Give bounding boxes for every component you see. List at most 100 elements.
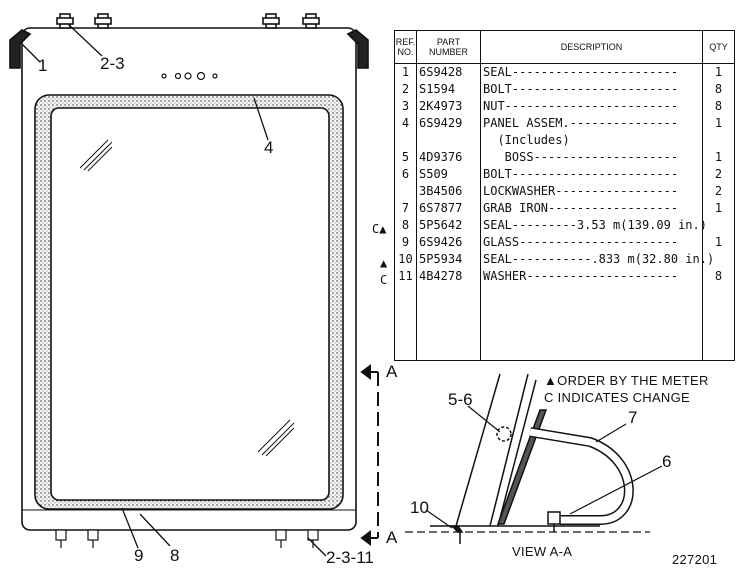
- qty: 1: [702, 200, 735, 217]
- description: PANEL ASSEM.---------------: [480, 115, 703, 132]
- part-number: 6S9426: [416, 234, 481, 251]
- callout-2-3-11: 2-3-11: [326, 548, 374, 567]
- ref-no: 9: [394, 234, 417, 251]
- ref-no: 3: [394, 98, 417, 115]
- corner-seal-right: [346, 29, 369, 69]
- qty: [702, 251, 735, 268]
- qty: 1: [702, 115, 735, 132]
- callout-4: 4: [264, 138, 274, 157]
- part-number: 4D9376: [416, 149, 481, 166]
- part-number: 5P5642: [416, 217, 481, 234]
- part-number: 5P5934: [416, 251, 481, 268]
- qty: 1: [702, 149, 735, 166]
- view-a-a-detail: [405, 373, 650, 544]
- header-part-number: PART NUMBER: [416, 30, 481, 64]
- callout-5-6: 5-6: [448, 390, 473, 409]
- glass: [50, 107, 330, 501]
- description: NUT------------------------: [480, 98, 703, 115]
- description: BOLT-----------------------: [480, 166, 703, 183]
- qty: 8: [702, 98, 735, 115]
- description: BOLT-----------------------: [480, 81, 703, 98]
- glass-reflection-marks: [79, 139, 295, 457]
- order-by-meter-note: ▲ORDER BY THE METER: [544, 373, 709, 388]
- description: SEAL---------3.53 m(139.09 in.): [480, 217, 707, 234]
- qty: 2: [702, 183, 735, 200]
- ref-no: 10: [394, 251, 417, 268]
- top-bolts: [56, 13, 320, 29]
- table-header-row: REF. NO. PART NUMBER DESCRIPTION QTY: [394, 30, 735, 64]
- ref-no: 11: [394, 268, 417, 285]
- qty: 8: [702, 81, 735, 98]
- ref-no: 2: [394, 81, 417, 98]
- part-number: 6S9428: [416, 63, 481, 81]
- part-number: 3B4506: [416, 183, 481, 200]
- ref-no: 4: [394, 115, 417, 132]
- ref-no: 8: [394, 217, 417, 234]
- panel-outline: [21, 27, 357, 531]
- description: GRAB IRON------------------: [480, 200, 703, 217]
- section-line-a-a: [360, 364, 379, 546]
- description: BOSS--------------------: [480, 149, 703, 166]
- callout-7: 7: [628, 408, 638, 427]
- part-number: S1594: [416, 81, 481, 98]
- section-label-bottom: A: [386, 528, 398, 547]
- ref-no: 5: [394, 149, 417, 166]
- callout-2-3-top: 2-3: [100, 54, 125, 73]
- callout-9: 9: [134, 546, 144, 565]
- ref-no: 7: [394, 200, 417, 217]
- part-number: 6S7877: [416, 200, 481, 217]
- part-number: S509: [416, 166, 481, 183]
- header-description: DESCRIPTION: [480, 30, 703, 64]
- qty: [702, 217, 735, 234]
- description: SEAL-----------.833 m(32.80 in.): [480, 251, 714, 268]
- description: LOCKWASHER-----------------: [480, 183, 703, 200]
- callout-10: 10: [410, 498, 429, 517]
- detail-leader-lines: [425, 405, 663, 529]
- qty: 2: [702, 166, 735, 183]
- description: WASHER---------------------: [480, 268, 703, 285]
- description: (Includes): [480, 132, 703, 149]
- description: GLASS----------------------: [480, 234, 703, 251]
- header-qty: QTY: [702, 30, 735, 64]
- mounting-holes: [161, 71, 218, 81]
- description: SEAL-----------------------: [480, 63, 703, 81]
- part-number: 2K4973: [416, 98, 481, 115]
- part-number: [416, 132, 481, 149]
- corner-seal-left: [9, 29, 32, 69]
- view-label: VIEW A-A: [512, 544, 573, 559]
- qty: 8: [702, 268, 735, 285]
- ref-no: 6: [394, 166, 417, 183]
- qty: 1: [702, 234, 735, 251]
- qty: 1: [702, 63, 735, 81]
- ref-no: [394, 132, 417, 149]
- ref-no: 1: [394, 63, 417, 81]
- section-label-top: A: [386, 362, 398, 381]
- leader-lines: [21, 23, 327, 557]
- callout-1: 1: [38, 56, 48, 75]
- part-number: 6S9429: [416, 115, 481, 132]
- part-number: 4B4278: [416, 268, 481, 285]
- table-filler-row: [394, 285, 735, 361]
- row-8-marker: C▲: [372, 222, 387, 236]
- row-10-marker: ▲: [380, 256, 388, 270]
- bottom-bolts: [55, 529, 319, 548]
- qty: [702, 132, 735, 149]
- callout-6: 6: [662, 452, 672, 471]
- indicates-change-note: C INDICATES CHANGE: [544, 390, 691, 405]
- header-ref-no: REF. NO.: [394, 30, 417, 64]
- drawing-number: 227201: [672, 552, 718, 567]
- ref-no: [394, 183, 417, 200]
